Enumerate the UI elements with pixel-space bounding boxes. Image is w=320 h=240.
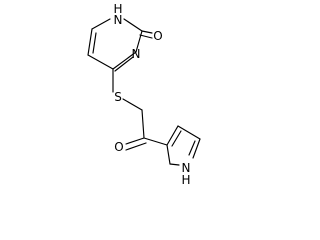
bond-c2-o-b: [139, 34, 153, 39]
atom-labels: H N O N S O N H: [113, 2, 190, 187]
bond-n3-c4-inner: [114, 56, 134, 72]
bond-c2-n3: [135, 30, 143, 53]
bond-n1-c2: [123, 18, 143, 32]
atom-label-n1: N: [114, 13, 123, 27]
bond-c2-o-a: [141, 30, 153, 34]
bond-c5-c6: [87, 28, 93, 56]
atom-label-o-ketone: O: [114, 140, 123, 154]
bond-n3-c4: [112, 51, 137, 70]
bond-c5p-n: [192, 138, 201, 159]
bond-c5p-n-inner: [188, 140, 196, 156]
bond-c3p-c4p-inner: [171, 130, 182, 147]
atom-label-o-ring: O: [153, 29, 162, 43]
chemical-structure-canvas: H N O N S O N H: [87, 2, 201, 187]
atom-label-h-pyrrole: H: [181, 173, 190, 187]
bond-c2p-c3p: [166, 144, 171, 165]
bond-cco-o-a: [125, 137, 145, 145]
bond-c4-c5: [87, 54, 114, 70]
atom-label-n-pyrrole: N: [182, 161, 191, 175]
atom-label-n3: N: [132, 47, 141, 61]
bond-cco-o-b: [125, 142, 147, 151]
bond-s-ch2: [122, 98, 143, 111]
bond-cco-c3p: [143, 137, 168, 146]
bond-c6-n1: [91, 18, 111, 30]
atom-label-s: S: [114, 90, 122, 104]
bond-c5-c6-inner: [92, 32, 97, 54]
bond-c4p-c5p: [177, 125, 201, 140]
chemical-structure: H N O N S O N H: [87, 2, 201, 187]
bond-c3p-c4p: [166, 125, 179, 146]
bonds: [87, 18, 201, 166]
atom-label-h-n1: H: [113, 2, 122, 16]
bond-n-c2p: [169, 163, 180, 166]
bond-ch2-cco: [141, 109, 145, 139]
